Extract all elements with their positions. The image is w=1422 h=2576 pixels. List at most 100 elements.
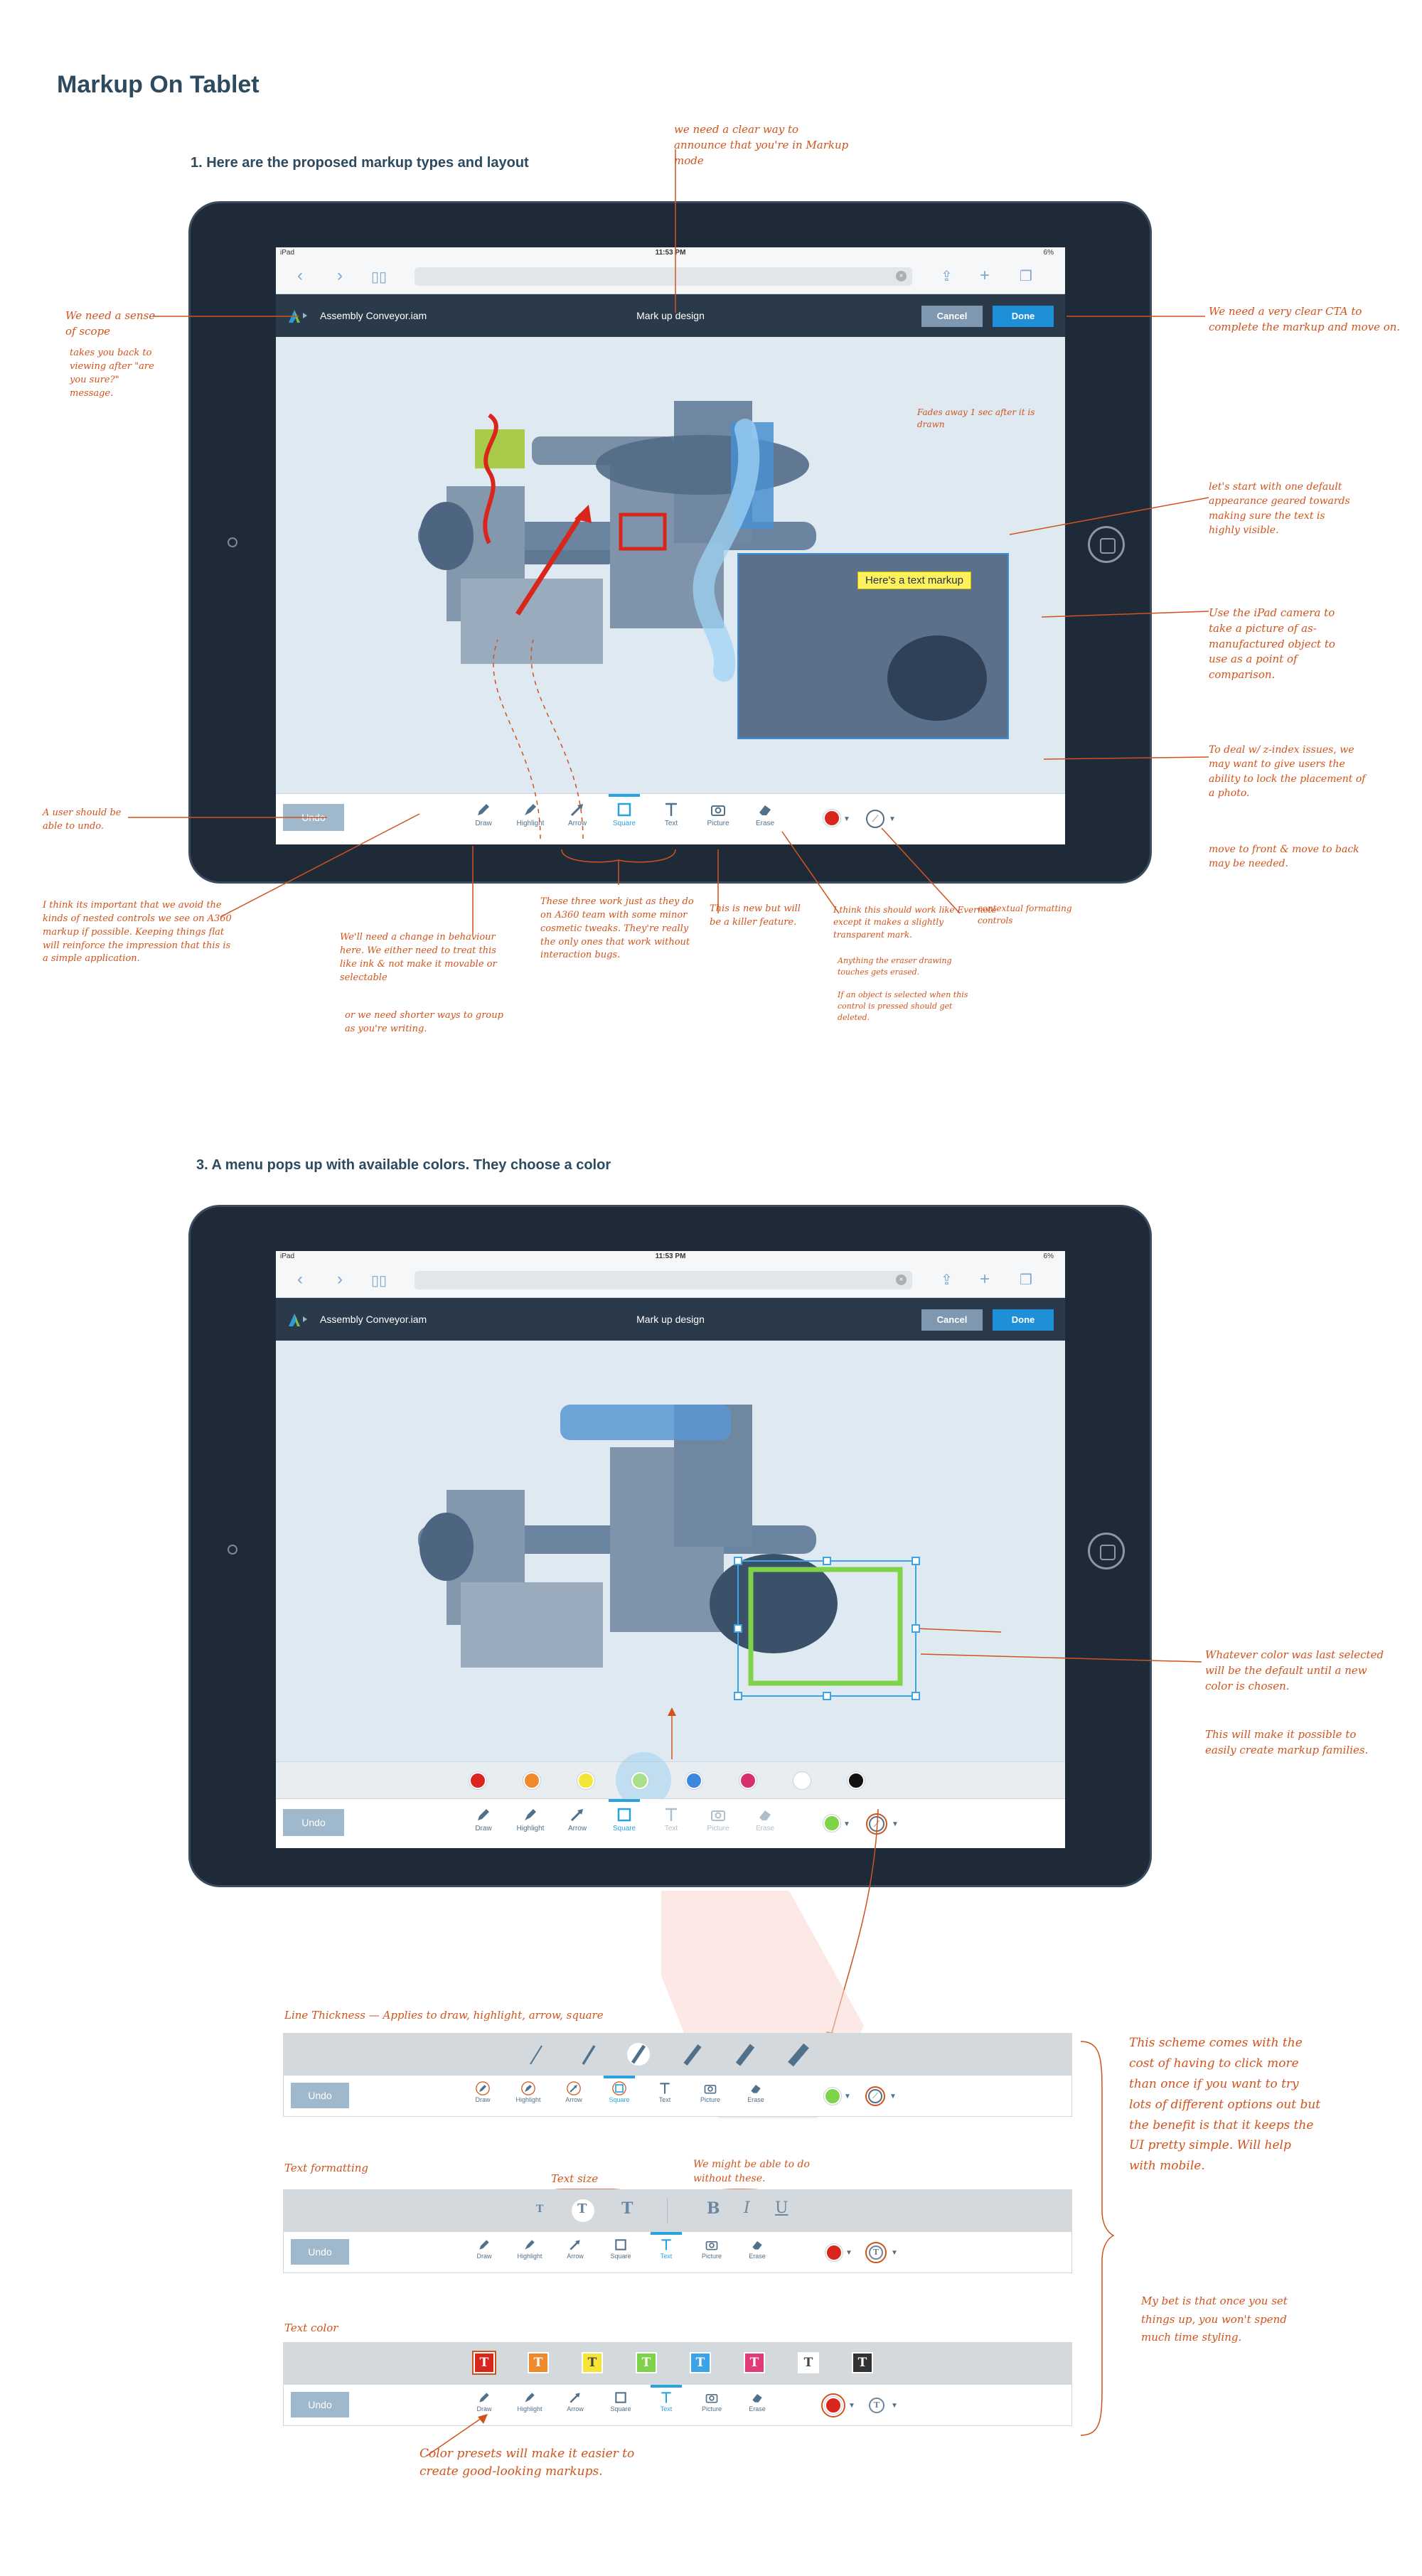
tool-text[interactable]: Text (648, 794, 694, 844)
tool-text-2[interactable]: Text (648, 1799, 694, 1848)
underline-button[interactable]: U (775, 2199, 788, 2217)
tabs-icon[interactable]: ❐ (1020, 269, 1032, 284)
strip2-tool-text[interactable]: Text (643, 2232, 689, 2260)
new-tab-icon[interactable]: + (980, 266, 990, 285)
strip3-tool-draw[interactable]: Draw (461, 2385, 507, 2413)
text-color-yellow[interactable]: T (582, 2352, 603, 2373)
text-color-black[interactable]: T (852, 2352, 873, 2373)
clear-url-icon-2[interactable]: × (896, 1274, 907, 1285)
strip3-color-button[interactable] (825, 2397, 842, 2414)
undo-button[interactable]: Undo (283, 804, 344, 831)
text-color-orange[interactable]: T (528, 2352, 549, 2373)
text-color-red[interactable]: T (474, 2352, 495, 2373)
square-markup[interactable] (619, 512, 667, 551)
palette-orange[interactable] (523, 1772, 540, 1789)
cancel-button[interactable]: Cancel (921, 306, 983, 327)
back-icon-2[interactable]: ‹ (297, 1270, 303, 1289)
home-button[interactable] (1088, 526, 1125, 563)
tool-picture-2[interactable]: Picture (695, 1799, 741, 1848)
strip2-color-button[interactable] (825, 2244, 843, 2261)
tool-draw[interactable]: Draw (461, 794, 506, 844)
strip2-tool-arrow[interactable]: Arrow (552, 2232, 598, 2260)
text-color-white[interactable]: T (798, 2352, 819, 2373)
green-square-markup[interactable] (748, 1567, 903, 1686)
strip1-tool-highlight[interactable]: Highlight (506, 2076, 551, 2103)
resize-handle-tl[interactable] (734, 1557, 742, 1565)
strip2-tool-picture[interactable]: Picture (689, 2232, 734, 2260)
strip2-tool-draw[interactable]: Draw (461, 2232, 507, 2260)
strip-undo-2[interactable]: Undo (291, 2239, 349, 2265)
resize-handle-right[interactable] (912, 1624, 920, 1633)
tool-erase[interactable]: Erase (742, 794, 788, 844)
markup-canvas-2[interactable] (276, 1341, 1065, 1761)
palette-green[interactable] (631, 1772, 648, 1789)
highlight-markup[interactable] (693, 419, 760, 682)
tool-square[interactable]: Square (602, 794, 647, 844)
tool-arrow[interactable]: Arrow (555, 794, 600, 844)
palette-red[interactable] (469, 1772, 486, 1789)
resize-handle-bottom[interactable] (823, 1692, 831, 1700)
tool-draw-2[interactable]: Draw (461, 1799, 506, 1848)
palette-black[interactable] (848, 1772, 865, 1789)
strip3-text-size-button[interactable]: T (869, 2398, 884, 2413)
strip3-tool-picture[interactable]: Picture (689, 2385, 734, 2413)
forward-icon[interactable]: › (337, 266, 343, 285)
text-size-small[interactable]: T (536, 2204, 544, 2215)
text-color-pink[interactable]: T (744, 2352, 765, 2373)
strip-undo-1[interactable]: Undo (291, 2083, 349, 2108)
tool-square-2[interactable]: Square (602, 1799, 647, 1848)
forward-icon-2[interactable]: › (337, 1270, 343, 1289)
strip3-tool-square[interactable]: Square (598, 2385, 643, 2413)
tool-picture[interactable]: Picture (695, 794, 741, 844)
strip3-tool-arrow[interactable]: Arrow (552, 2385, 598, 2413)
strip2-tool-erase[interactable]: Erase (734, 2232, 780, 2260)
color-picker-button[interactable] (823, 810, 840, 827)
bookmarks-icon[interactable]: ▯▯ (371, 269, 387, 285)
back-icon[interactable]: ‹ (297, 266, 303, 285)
bold-button[interactable]: B (707, 2199, 720, 2218)
url-field-2[interactable]: × (415, 1271, 912, 1289)
strip1-tool-picture[interactable]: Picture (688, 2076, 733, 2103)
markup-canvas[interactable] (276, 337, 1065, 793)
new-tab-icon-2[interactable]: + (980, 1270, 990, 1289)
palette-yellow[interactable] (577, 1772, 594, 1789)
thickness-4[interactable] (683, 2044, 702, 2066)
palette-blue[interactable] (685, 1772, 702, 1789)
resize-handle-left[interactable] (734, 1624, 742, 1633)
thickness-5[interactable] (735, 2044, 755, 2066)
strip2-text-size-button[interactable]: T (869, 2245, 883, 2260)
strip1-tool-square[interactable]: Square (597, 2076, 642, 2103)
squiggle-markup[interactable] (483, 413, 498, 544)
strip1-tool-erase[interactable]: Erase (733, 2076, 779, 2103)
palette-pink[interactable] (739, 1772, 757, 1789)
thickness-2[interactable] (582, 2045, 596, 2065)
done-button[interactable]: Done (993, 306, 1054, 327)
clear-url-icon[interactable]: × (896, 271, 907, 281)
text-markup[interactable]: Here's a text markup (857, 571, 971, 589)
done-button-2[interactable]: Done (993, 1309, 1054, 1331)
tabs-icon-2[interactable]: ❐ (1020, 1272, 1032, 1288)
strip1-tool-text[interactable]: Text (642, 2076, 688, 2103)
cancel-button-2[interactable]: Cancel (921, 1309, 983, 1331)
palette-white[interactable] (793, 1772, 811, 1789)
url-field[interactable]: × (415, 267, 912, 286)
resize-handle-tr[interactable] (912, 1557, 920, 1565)
text-size-large[interactable]: T (621, 2199, 634, 2218)
resize-handle-br[interactable] (912, 1692, 920, 1700)
strip2-tool-highlight[interactable]: Highlight (507, 2232, 552, 2260)
strip3-tool-erase[interactable]: Erase (734, 2385, 780, 2413)
strip1-tool-draw[interactable]: Draw (460, 2076, 506, 2103)
bookmarks-icon-2[interactable]: ▯▯ (371, 1273, 387, 1289)
text-color-blue[interactable]: T (690, 2352, 711, 2373)
tool-arrow-2[interactable]: Arrow (555, 1799, 600, 1848)
tool-highlight-2[interactable]: Highlight (508, 1799, 553, 1848)
tool-highlight[interactable]: Highlight (508, 794, 553, 844)
share-icon-2[interactable]: ⇪ (941, 1272, 953, 1288)
strip-undo-3[interactable]: Undo (291, 2392, 349, 2417)
thickness-1[interactable] (530, 2045, 542, 2065)
resize-handle-bl[interactable] (734, 1692, 742, 1700)
line-thickness-button[interactable]: ⟋ (866, 810, 884, 828)
color-picker-button-2[interactable] (823, 1815, 840, 1832)
undo-button-2[interactable]: Undo (283, 1809, 344, 1836)
strip1-thickness-button[interactable]: ⟋ (868, 2089, 882, 2103)
